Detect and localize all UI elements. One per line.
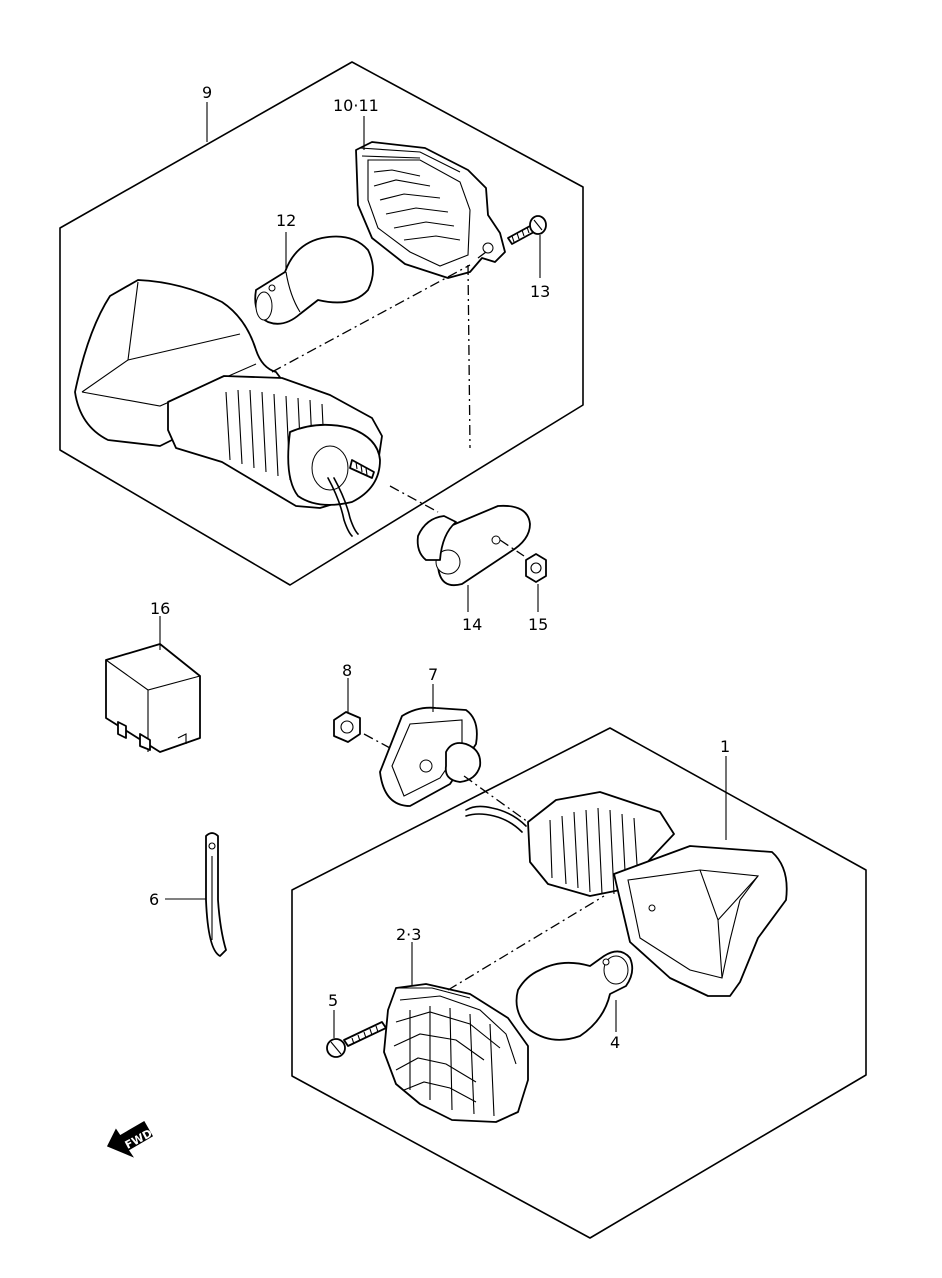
label-part-1: 1 bbox=[720, 737, 730, 756]
label-part-5: 5 bbox=[328, 991, 338, 1010]
nut-8-part[interactable]: 8 bbox=[333, 661, 361, 743]
label-part-13: 13 bbox=[530, 282, 550, 301]
lower-bulb-part[interactable]: 4 bbox=[515, 950, 634, 1052]
label-part-14: 14 bbox=[462, 615, 482, 634]
strap-part[interactable]: 6 bbox=[149, 832, 227, 957]
assembly-line-8 bbox=[363, 733, 391, 749]
group-boundary-lower bbox=[291, 727, 867, 1239]
label-part-6: 6 bbox=[149, 890, 159, 909]
gasket-part[interactable] bbox=[416, 504, 531, 587]
lower-housing-part[interactable] bbox=[465, 791, 788, 997]
label-part-16: 16 bbox=[150, 599, 170, 618]
relay-part[interactable]: 16 bbox=[105, 599, 201, 753]
label-part-4: 4 bbox=[610, 1033, 620, 1052]
label-part-12: 12 bbox=[276, 211, 296, 230]
label-part-9: 9 bbox=[202, 83, 212, 102]
lower-lens-part[interactable] bbox=[383, 983, 529, 1123]
lower-assembly-group: 5 4 1 2·3 bbox=[291, 727, 867, 1239]
label-part-8: 8 bbox=[342, 661, 352, 680]
label-part-2-3: 2·3 bbox=[396, 925, 421, 944]
forward-arrow-icon: FWD bbox=[106, 1120, 154, 1158]
group-boundary-upper bbox=[59, 61, 584, 586]
nut-part[interactable] bbox=[525, 553, 547, 583]
upper-assembly-group: 9 10·11 12 13 14 15 bbox=[59, 61, 584, 634]
turn-signal-housing[interactable] bbox=[74, 279, 383, 537]
screw-part[interactable] bbox=[507, 215, 547, 245]
label-part-10-11: 10·11 bbox=[333, 96, 379, 115]
label-part-15: 15 bbox=[528, 615, 548, 634]
gasket-7-part[interactable]: 7 bbox=[379, 665, 482, 807]
label-part-7: 7 bbox=[428, 665, 438, 684]
lower-screw-part[interactable]: 5 bbox=[326, 991, 387, 1058]
bulb-part[interactable] bbox=[254, 235, 374, 325]
lens-part[interactable] bbox=[355, 141, 506, 279]
